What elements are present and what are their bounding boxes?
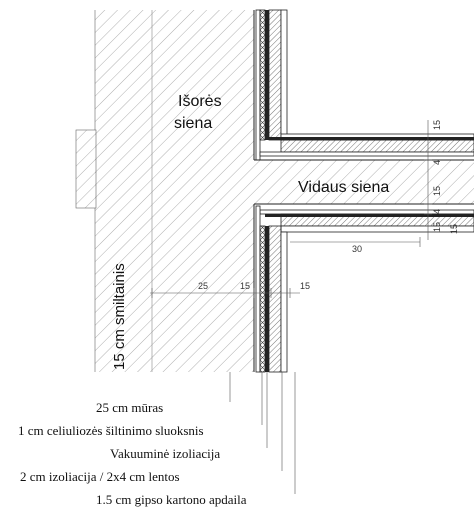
dim-15a: 15 <box>240 281 250 291</box>
dim-4b: 4 <box>432 209 442 214</box>
callout-gypsum: 1.5 cm gipso kartono apdaila <box>96 492 247 507</box>
dim-30: 30 <box>352 244 362 254</box>
sandstone-notch <box>75 129 97 209</box>
dim-15d: 15 <box>432 186 442 196</box>
dim-15c: 15 <box>432 120 442 130</box>
upper-insulation-layers <box>255 9 474 161</box>
dim-15e: 15 <box>432 222 442 232</box>
callout-vacuum: Vakuuminė izoliacija <box>110 446 220 461</box>
sandstone-label: 15 cm smiltainis <box>111 263 128 370</box>
outer-wall-label-line1: Išorės <box>178 93 222 110</box>
callout-insulation-lathing: 2 cm izoliacija / 2x4 cm lentos <box>20 469 180 484</box>
sandstone-layer <box>95 10 152 372</box>
dim-4: 4 <box>432 160 442 165</box>
dimension-lines <box>150 120 432 298</box>
inner-wall-label: Vidaus siena <box>298 179 389 196</box>
dim-25: 25 <box>198 281 208 291</box>
callout-cellulose: 1 cm celiuliozės šiltinimo sluoksnis <box>18 423 204 438</box>
callout-leaders <box>229 372 296 494</box>
lower-insulation-layers <box>255 205 474 373</box>
dim-15b: 15 <box>300 281 310 291</box>
dim-15f: 15 <box>449 224 459 234</box>
masonry-outer-wall <box>152 10 254 372</box>
masonry-inner-wall <box>254 160 474 204</box>
outer-wall-label-line2: siena <box>174 115 212 132</box>
callout-masonry: 25 cm mūras <box>96 400 163 415</box>
